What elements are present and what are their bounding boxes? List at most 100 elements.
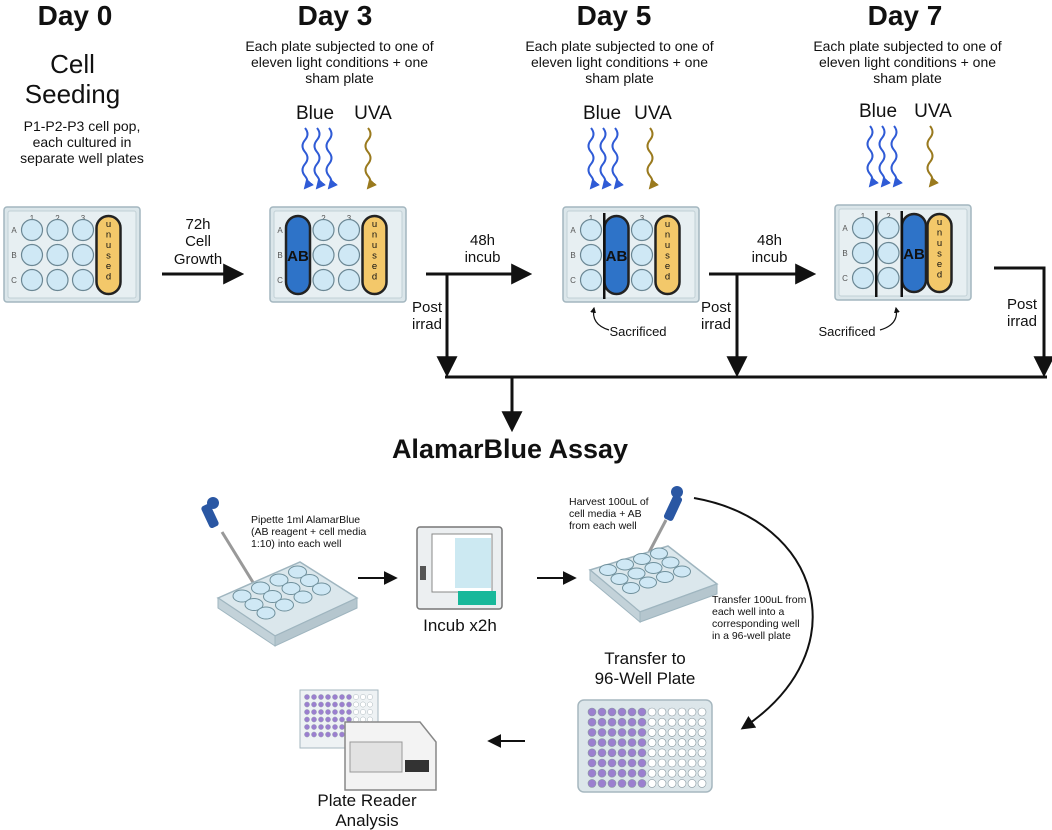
well — [851, 241, 875, 265]
well — [579, 218, 603, 242]
unused-letter: e — [665, 261, 670, 272]
well — [667, 768, 677, 778]
well — [325, 716, 331, 723]
well — [656, 571, 674, 583]
well — [332, 716, 338, 723]
well — [697, 738, 707, 747]
well — [599, 564, 617, 576]
well — [339, 724, 345, 730]
well — [244, 598, 264, 611]
well — [667, 748, 677, 758]
well-plate-12: 1234ABCunused — [3, 206, 141, 303]
row-label: A — [11, 226, 17, 235]
well — [677, 717, 687, 727]
sacrificed-label: Sacrificed — [818, 324, 876, 339]
well — [293, 590, 313, 604]
well — [687, 707, 697, 717]
well — [667, 728, 677, 737]
well — [627, 779, 637, 788]
well — [877, 241, 900, 265]
well — [339, 731, 345, 738]
well — [304, 701, 310, 708]
assay-title: AlamarBlue Assay — [391, 434, 629, 464]
well — [71, 243, 95, 267]
well — [607, 768, 617, 778]
column-label: 3 — [347, 214, 352, 223]
well — [46, 268, 69, 292]
well — [339, 709, 345, 715]
well — [312, 268, 335, 292]
pipette-note: Pipette 1ml AlamarBlue(AB reagent + cell… — [251, 514, 367, 551]
well — [332, 724, 338, 730]
unused-letter: d — [372, 272, 377, 283]
well — [697, 707, 707, 717]
well — [627, 728, 637, 737]
well — [304, 724, 310, 730]
well — [637, 738, 647, 747]
well — [697, 717, 707, 727]
well — [647, 717, 657, 727]
well — [647, 728, 657, 737]
unused-letter: e — [106, 261, 111, 272]
well-plate-12: 1234ABCABunused — [834, 204, 972, 301]
well — [677, 738, 687, 747]
well — [637, 758, 647, 768]
well — [697, 728, 707, 737]
well — [637, 779, 647, 788]
well — [657, 738, 667, 747]
well — [657, 779, 667, 788]
well — [318, 731, 324, 738]
well — [325, 731, 331, 738]
well — [607, 717, 617, 727]
sacrificed-label: Sacrificed — [609, 324, 667, 339]
well — [587, 738, 597, 747]
well — [304, 709, 310, 715]
well — [579, 243, 603, 267]
well — [637, 717, 647, 727]
well — [650, 547, 668, 560]
unused-letter: d — [937, 270, 942, 281]
well — [657, 707, 667, 717]
well — [617, 758, 627, 768]
column-label: 2 — [886, 212, 891, 221]
well — [630, 218, 654, 242]
well — [617, 717, 627, 727]
well — [332, 709, 338, 715]
well — [597, 768, 607, 778]
well — [256, 606, 276, 620]
well — [579, 268, 603, 292]
well — [71, 218, 95, 242]
harvest-plate-illustration — [588, 545, 719, 624]
uva-label: UVA — [354, 103, 392, 124]
unused-letter: s — [937, 249, 942, 260]
blue-label: Blue — [582, 103, 622, 124]
well — [360, 709, 366, 715]
well — [697, 768, 707, 778]
well — [647, 758, 657, 768]
day-7-title: Day 7 — [867, 0, 943, 31]
well — [337, 268, 361, 292]
incub-label: Incub x2h — [423, 616, 497, 635]
well — [318, 724, 324, 730]
column-label: 1 — [30, 214, 35, 223]
well — [318, 701, 324, 708]
well-plate-12: 1234ABCABunused — [269, 206, 407, 303]
well — [325, 724, 331, 730]
well — [637, 707, 647, 717]
column-label: 3 — [81, 214, 86, 223]
well — [687, 717, 697, 727]
row-label: A — [842, 224, 848, 233]
row-label: B — [842, 249, 847, 258]
unused-letter: d — [665, 272, 670, 283]
well — [232, 589, 252, 603]
well — [587, 779, 597, 788]
uva-light-icon — [364, 125, 939, 190]
well — [311, 731, 317, 738]
well — [275, 598, 294, 612]
